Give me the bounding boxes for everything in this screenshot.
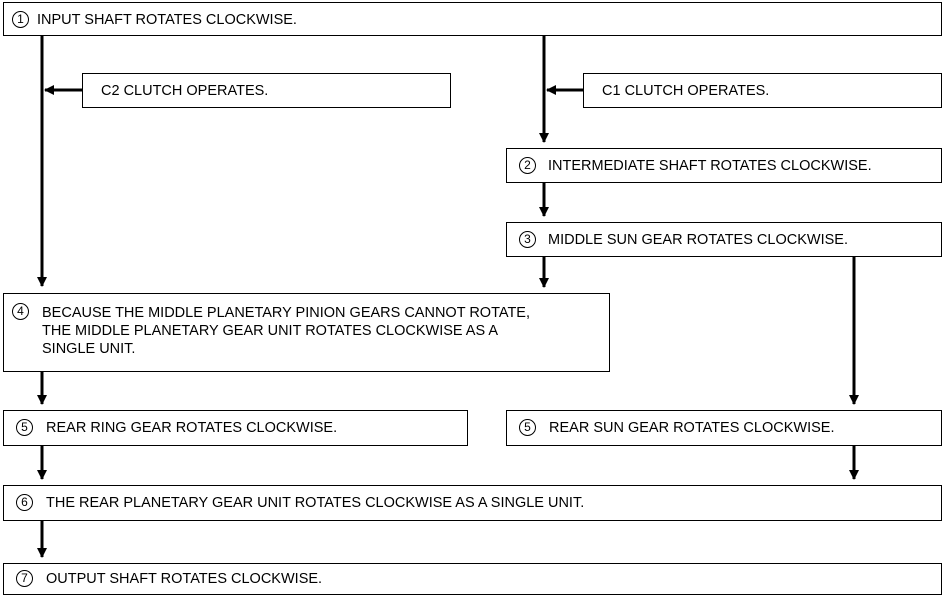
step-text: INTERMEDIATE SHAFT ROTATES CLOCKWISE.	[548, 158, 872, 174]
step-4-box: 4 BECAUSE THE MIDDLE PLANETARY PINION GE…	[3, 293, 610, 372]
step-text: OUTPUT SHAFT ROTATES CLOCKWISE.	[46, 571, 323, 587]
c2-clutch-box: C2 CLUTCH OPERATES.	[82, 73, 451, 108]
step-number-badge: 3	[519, 231, 536, 248]
condition-text: C1 CLUTCH OPERATES.	[602, 83, 770, 99]
step-1-box: 1 INPUT SHAFT ROTATES CLOCKWISE.	[3, 2, 942, 36]
step-number-badge: 5	[16, 419, 33, 436]
step-number-badge: 4	[12, 303, 29, 320]
step-text: REAR RING GEAR ROTATES CLOCKWISE.	[46, 420, 338, 436]
step-2-box: 2 INTERMEDIATE SHAFT ROTATES CLOCKWISE.	[506, 148, 942, 183]
step-text: REAR SUN GEAR ROTATES CLOCKWISE.	[549, 420, 835, 436]
step-text-line: THE MIDDLE PLANETARY GEAR UNIT ROTATES C…	[42, 323, 499, 339]
step-number-badge: 1	[12, 11, 29, 28]
step-text: MIDDLE SUN GEAR ROTATES CLOCKWISE.	[548, 232, 848, 248]
step-text: THE REAR PLANETARY GEAR UNIT ROTATES CLO…	[46, 495, 585, 511]
step-number-badge: 2	[519, 157, 536, 174]
step-number-badge: 5	[519, 419, 536, 436]
step-text-line: SINGLE UNIT.	[42, 341, 136, 357]
step-3-box: 3 MIDDLE SUN GEAR ROTATES CLOCKWISE.	[506, 222, 942, 257]
step-text: BECAUSE THE MIDDLE PLANETARY PINION GEAR…	[42, 304, 530, 358]
step-number-badge: 6	[16, 494, 33, 511]
step-5-ring-box: 5 REAR RING GEAR ROTATES CLOCKWISE.	[3, 410, 468, 446]
step-5-sun-box: 5 REAR SUN GEAR ROTATES CLOCKWISE.	[506, 410, 942, 446]
condition-text: C2 CLUTCH OPERATES.	[101, 83, 269, 99]
c1-clutch-box: C1 CLUTCH OPERATES.	[583, 73, 942, 108]
step-6-box: 6 THE REAR PLANETARY GEAR UNIT ROTATES C…	[3, 485, 942, 521]
step-7-box: 7 OUTPUT SHAFT ROTATES CLOCKWISE.	[3, 563, 942, 595]
step-text-line: BECAUSE THE MIDDLE PLANETARY PINION GEAR…	[42, 305, 531, 321]
step-text: INPUT SHAFT ROTATES CLOCKWISE.	[37, 12, 297, 28]
step-number-badge: 7	[16, 570, 33, 587]
